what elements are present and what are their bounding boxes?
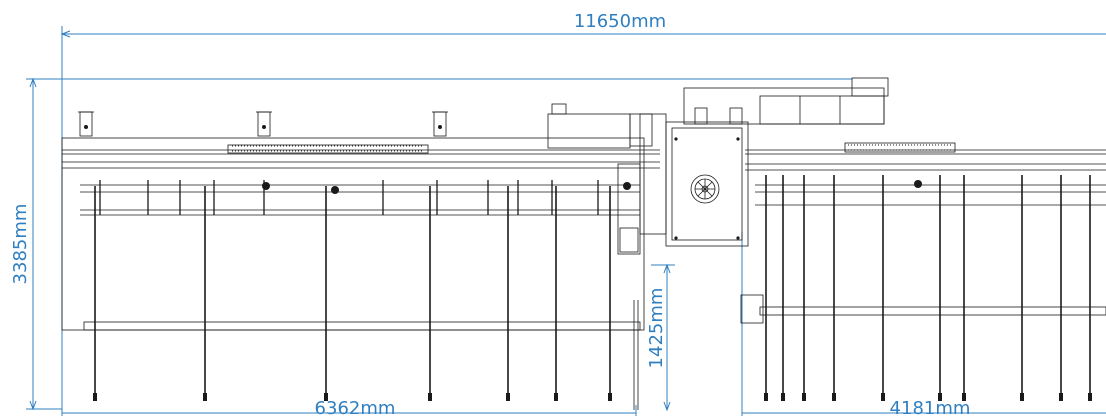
motor-cap: [629, 113, 653, 147]
motor-housing: [547, 113, 631, 149]
fan-icon: [690, 174, 720, 204]
upper-housing: [683, 87, 885, 125]
lower-rail-left: [83, 321, 641, 331]
carriage-side: [639, 113, 667, 235]
detail-bolts: [84, 125, 922, 240]
gear-rack-left: [227, 144, 429, 154]
bracket: [79, 111, 93, 137]
machine-frame: [61, 77, 1106, 410]
hanging-arms-left: [94, 186, 611, 395]
dim-label-overall-length: 11650mm: [574, 11, 666, 32]
housing-bolt: [694, 107, 708, 125]
control-box: [740, 294, 764, 324]
housing-bolt: [729, 107, 743, 125]
carriage-foot: [619, 227, 639, 253]
center-plate: [665, 121, 749, 247]
motor-knob: [551, 103, 567, 115]
dim-label-gap-height: 1425mm: [646, 288, 667, 369]
lower-rail-right: [759, 306, 1106, 316]
bracket: [433, 111, 447, 137]
hanging-arms-right: [765, 175, 1091, 395]
gear-rack-right: [844, 142, 956, 153]
dim-label-overall-width: 3385mm: [10, 204, 31, 285]
dimension-lines: [26, 26, 1106, 416]
arm-tips: [93, 393, 1092, 401]
carriage-column: [617, 163, 641, 255]
dim-label-right-section: 4181mm: [890, 398, 971, 416]
upper-housing-panel: [759, 95, 885, 125]
gear-rack-icon: [232, 144, 952, 152]
housing-top: [851, 77, 889, 97]
center-plate-inner: [671, 127, 743, 241]
bracket: [257, 111, 271, 137]
dim-arrow-gap-bottom: [663, 401, 671, 412]
dim-label-left-section: 6362mm: [315, 398, 396, 416]
